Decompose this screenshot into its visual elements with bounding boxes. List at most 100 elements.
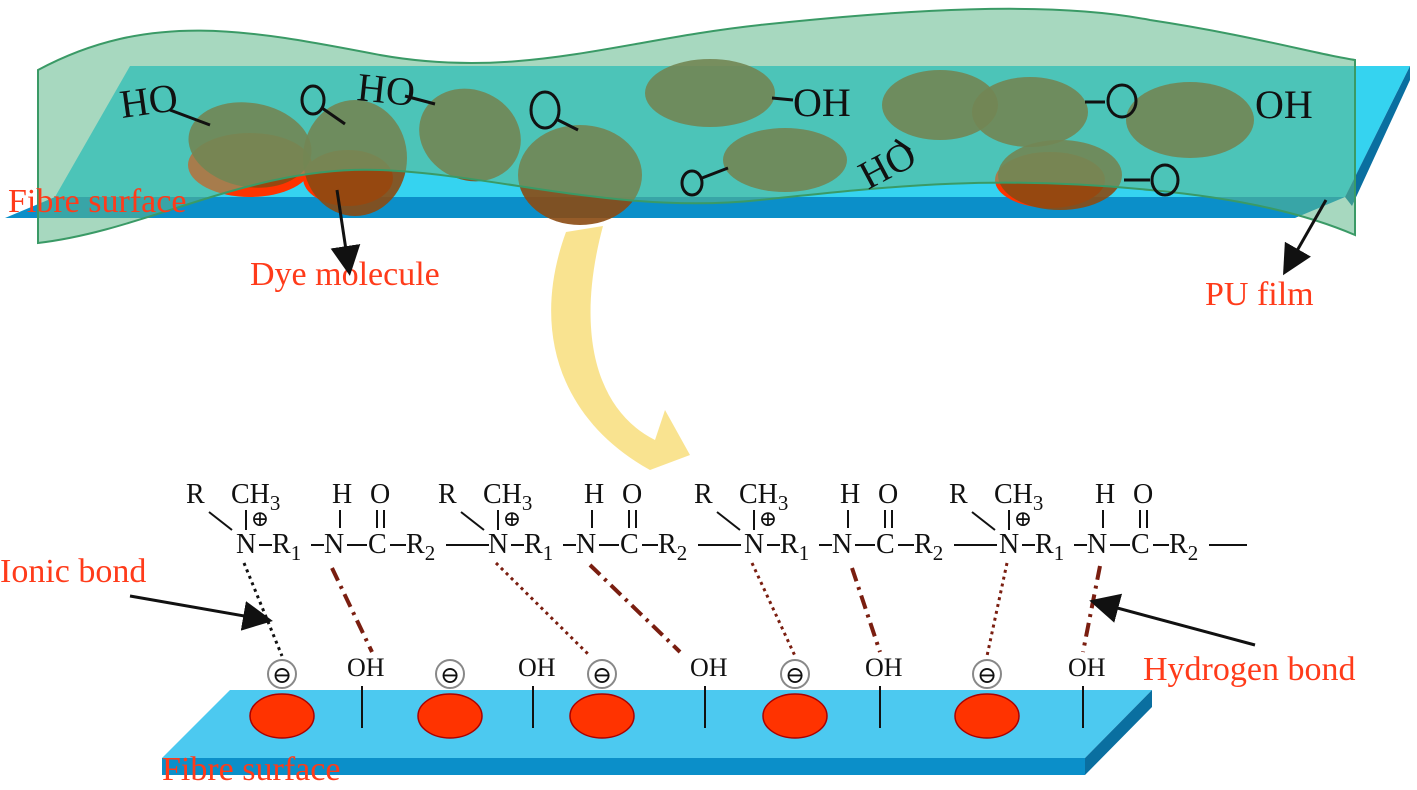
chain-o: O (878, 479, 898, 510)
chain-r1: R1 (780, 529, 809, 565)
bond-lines (242, 561, 1102, 658)
chain-bond (460, 511, 485, 531)
chain-n-amide: N (1087, 529, 1107, 560)
svg-text:HO: HO (117, 74, 180, 127)
chain-n-quaternary: N (744, 529, 764, 560)
chain-plus-charge: ⊕ (251, 506, 269, 531)
chain-n-quaternary: N (999, 529, 1019, 560)
chain-r2: R2 (406, 529, 435, 565)
anionic-dye-site (954, 693, 1020, 739)
anionic-site: ⊖ (762, 659, 828, 739)
chain-n-quaternary: N (236, 529, 256, 560)
anionic-site: ⊖ (569, 659, 635, 739)
anionic-dye-site (249, 693, 315, 739)
chain-bond (208, 511, 233, 531)
group-o-3 (680, 166, 729, 197)
group-o-5 (1124, 163, 1180, 197)
chain-c: C (620, 529, 639, 560)
chain-n-amide: N (324, 529, 344, 560)
chain-r2: R2 (1169, 529, 1198, 565)
negative-charge-icon (435, 659, 465, 689)
chain-plus-charge: ⊕ (1014, 506, 1032, 531)
chain-bond (716, 511, 741, 531)
fibre-surface-groups: ⊖ ⊖ ⊖ ⊖ ⊖ OH OH OH OH OH (249, 653, 1106, 739)
chain-o: O (1133, 479, 1153, 510)
negative-charge-symbol: ⊖ (272, 663, 292, 689)
anionic-dye-site (762, 693, 828, 739)
hydroxyl-label: OH (1068, 653, 1106, 682)
group-ho-2: HO (355, 64, 436, 115)
chain-plus-charge: ⊕ (503, 506, 521, 531)
chain-r1: R1 (272, 529, 301, 565)
pu-film (37, 7, 1356, 245)
hydroxyl-site: OH (1068, 653, 1106, 728)
chain-r1: R1 (1035, 529, 1064, 565)
chain-plus-charge: ⊕ (759, 506, 777, 531)
negative-charge-icon (972, 659, 1002, 689)
chain-o: O (622, 479, 642, 510)
ionic-bond-line (242, 562, 284, 657)
label-dye-molecule: Dye molecule (250, 256, 440, 293)
chain-r2: R2 (914, 529, 943, 565)
label-fibre-surface-top: Fibre surface (8, 183, 186, 220)
chain-ch3: CH3 (739, 479, 788, 515)
ionic-bond-line (494, 561, 592, 658)
ionic-bond-line (985, 562, 1009, 657)
transition-arrow (551, 226, 690, 470)
dye-molecule-arrow (330, 189, 361, 276)
group-oh-2: OH (1255, 82, 1313, 127)
anionic-site: ⊖ (954, 659, 1020, 739)
hydrogen-bond-line (330, 567, 374, 653)
label-fibre-surface-bottom: Fibre surface (162, 751, 340, 788)
group-o-2 (529, 90, 579, 132)
chain-r: R (438, 479, 457, 510)
svg-text:HO: HO (355, 64, 417, 115)
chain-c: C (368, 529, 387, 560)
anionic-dye-site (417, 693, 483, 739)
hydrogen-bond-line (850, 567, 882, 653)
hydrogen-bond-arrow (1089, 593, 1256, 647)
hydrogen-bond-line (588, 563, 682, 654)
group-o-1 (300, 84, 346, 126)
chain-h: H (840, 479, 860, 510)
hydroxyl-label: OH (690, 653, 728, 682)
chain-n-amide: N (576, 529, 596, 560)
top-functional-groups: HO HO OH HO (117, 64, 1313, 198)
chain-r2: R2 (658, 529, 687, 565)
group-o-4 (1085, 83, 1138, 119)
pu-film-arrow (1283, 199, 1328, 276)
chain-h: H (584, 479, 604, 510)
chain-c: C (1131, 529, 1150, 560)
chain-r: R (186, 479, 205, 510)
svg-text:OH: OH (1255, 82, 1313, 127)
chain-ch3: CH3 (994, 479, 1043, 515)
negative-charge-symbol: ⊖ (977, 663, 997, 689)
label-hydrogen-bond: Hydrogen bond (1143, 651, 1355, 688)
ionic-bond-line (750, 562, 797, 657)
chain-bond (971, 511, 996, 531)
chain-r1: R1 (524, 529, 553, 565)
hydroxyl-site: OH (347, 653, 385, 728)
hydroxyl-site: OH (865, 653, 903, 728)
group-oh-1: OH (771, 80, 851, 125)
hydroxyl-site: OH (690, 653, 728, 728)
negative-charge-icon (267, 659, 297, 689)
hydroxyl-label: OH (347, 653, 385, 682)
label-pu-film: PU film (1205, 276, 1314, 313)
group-ho-1: HO (117, 74, 211, 127)
chain-h: H (1095, 479, 1115, 510)
bottom-fibre-plate (162, 690, 1152, 775)
chain-r: R (949, 479, 968, 510)
chain-c: C (876, 529, 895, 560)
negative-charge-symbol: ⊖ (592, 663, 612, 689)
hydroxyl-label: OH (865, 653, 903, 682)
chain-n-amide: N (832, 529, 852, 560)
chain-n-quaternary: N (488, 529, 508, 560)
negative-charge-symbol: ⊖ (440, 663, 460, 689)
hydroxyl-label: OH (518, 653, 556, 682)
ionic-bond-arrow (129, 594, 273, 631)
anionic-site: ⊖ (417, 659, 483, 739)
